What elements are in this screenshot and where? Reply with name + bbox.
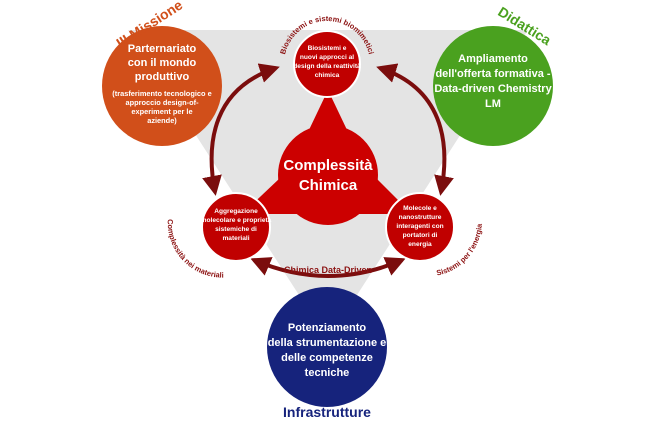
didattica-line-1: Ampliamento [458,53,528,65]
node-left-line-2: molecolare e proprietà [201,217,272,224]
didattica-line-2: dell'offerta formativa - [435,68,550,80]
infrastrutture-circle [267,287,387,407]
iii-missione-sub-3: experiment per le [131,107,192,116]
hub-circle [278,125,378,225]
didattica-line-4: LM [485,98,501,110]
iii-missione-line-1: Parternariato [128,43,197,55]
iii-missione-sub-1: (trasferimento tecnologico e [112,89,211,98]
arrow-top-left [202,63,280,196]
hub-title-line-1: Complessità [283,157,373,174]
node-right-line-3: interagenti con [396,223,443,230]
node-top-line-3: design della reattività [293,63,361,70]
didattica-circle [433,26,553,146]
node-top-line-1: Biosistemi e [308,45,347,52]
arrow-bottom [250,257,406,278]
node-top-line-4: chimica [315,72,340,79]
iii-missione-sub-2: approccio design-of- [125,98,199,107]
node-left-circle [201,192,271,262]
didattica-line-3: Data-driven Chemistry [434,83,552,95]
iii-missione-line-2: con il mondo [128,57,197,69]
node-right-line-1: Molecole e [403,205,437,212]
infrastrutture-line-2: della strumentazione e [268,337,387,349]
infrastrutture-line-1: Potenziamento [288,322,367,334]
node-top-line-2: nuovi approcci al [300,54,354,61]
iii-missione-sub-4: aziende) [147,116,177,125]
node-right-line-5: energia [408,241,432,248]
hub-spike-top [308,90,348,132]
node-right-circle [385,192,455,262]
node-right-line-2: nanostrutture [399,214,442,221]
iii-missione-circle [102,26,222,146]
arrow-top-right [376,63,454,196]
node-left-line-1: Aggregazione [214,208,258,215]
node-left-line-4: materiali [222,235,249,242]
infrastrutture-line-3: delle competenze [281,352,373,364]
node-top-circle [293,30,361,98]
hub-title-line-2: Chimica [299,177,358,194]
iii-missione-line-3: produttivo [135,71,190,83]
infrastrutture-line-4: tecniche [305,367,350,379]
infrastrutture-heading: Infrastrutture [283,404,371,420]
bottom-arrow-label: Chimica Data-Driven [284,265,372,275]
node-left-line-3: sistemiche di [215,226,257,233]
node-right-line-4: portatori di [403,232,438,239]
